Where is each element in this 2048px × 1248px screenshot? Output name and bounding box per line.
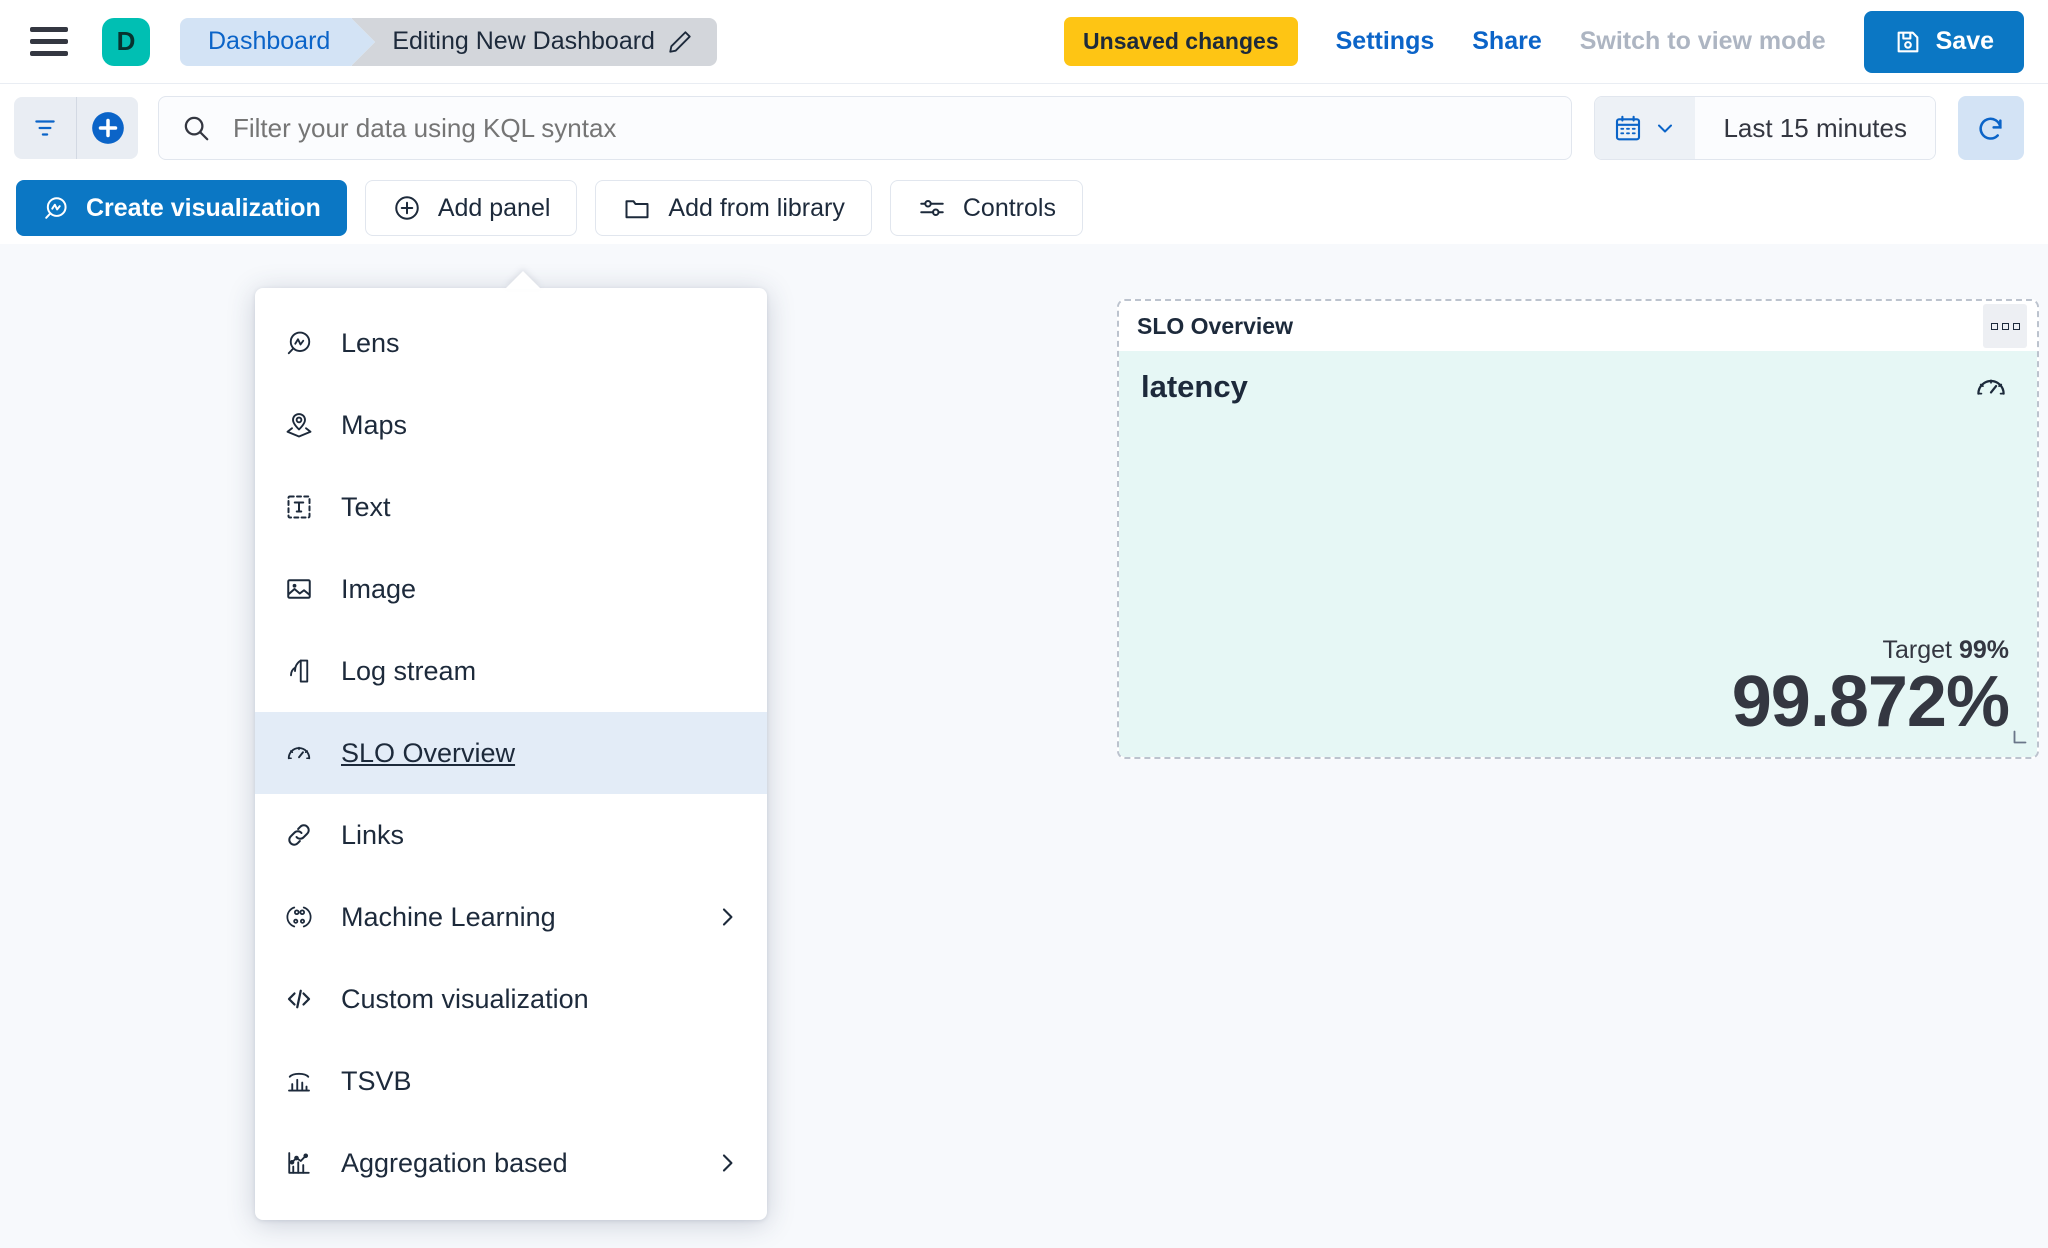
map-pin-icon	[283, 410, 315, 440]
chevron-right-icon	[713, 903, 741, 931]
link-icon	[283, 820, 315, 850]
menu-item-label: Machine Learning	[341, 901, 556, 932]
menu-item-label: Maps	[341, 409, 408, 440]
menu-item-label: Aggregation based	[341, 1147, 568, 1178]
menu-item-lens[interactable]: Lens	[255, 302, 767, 384]
panel-header: SLO Overview	[1119, 301, 2037, 351]
search-input[interactable]	[233, 112, 1550, 144]
chevron-down-icon	[1653, 116, 1677, 140]
breadcrumb: Dashboard Editing New Dashboard	[180, 17, 717, 66]
lens-icon	[283, 328, 315, 358]
save-button[interactable]: Save	[1863, 10, 2024, 73]
hamburger-menu-icon[interactable]	[30, 20, 74, 64]
filter-icon[interactable]	[14, 97, 76, 159]
menu-item-label: Image	[341, 573, 417, 604]
slo-name: latency	[1141, 369, 1248, 404]
refresh-button[interactable]	[1958, 96, 2024, 160]
menu-item-links[interactable]: Links	[255, 794, 767, 876]
breadcrumb-current[interactable]: Editing New Dashboard	[351, 17, 717, 66]
breadcrumb-current-label: Editing New Dashboard	[392, 27, 655, 55]
add-filter-button[interactable]	[76, 97, 138, 159]
menu-item-log-stream[interactable]: Log stream	[255, 630, 767, 712]
pencil-icon[interactable]	[667, 29, 693, 55]
menu-item-label: Log stream	[341, 655, 477, 686]
slo-metric: Target 99% 99.872%	[1141, 636, 2010, 743]
log-stream-icon	[283, 656, 315, 686]
avatar-letter: D	[116, 26, 136, 56]
text-box-icon	[283, 492, 315, 522]
query-bar: Last 15 minutes	[0, 84, 2048, 172]
resize-handle-icon[interactable]	[2009, 726, 2031, 753]
header-actions: Unsaved changes Settings Share Switch to…	[1064, 10, 2024, 73]
menu-item-text[interactable]: Text	[255, 466, 767, 548]
agg-chart-icon	[283, 1148, 315, 1178]
date-picker: Last 15 minutes	[1594, 96, 1936, 160]
slo-target-label: Target	[1882, 636, 1952, 665]
menu-item-machine-learning[interactable]: Machine Learning	[255, 876, 767, 958]
breadcrumb-dashboard-label: Dashboard	[208, 27, 331, 55]
create-visualization-button[interactable]: Create visualization	[16, 180, 347, 236]
gauge-icon	[1973, 369, 2009, 410]
lens-icon	[42, 194, 70, 222]
menu-item-image[interactable]: Image	[255, 548, 767, 630]
menu-item-custom-visualization[interactable]: Custom visualization	[255, 958, 767, 1040]
add-panel-button[interactable]: Add panel	[364, 180, 578, 236]
switch-to-view-mode-link[interactable]: Switch to view mode	[1579, 27, 1826, 55]
avatar[interactable]: D	[102, 17, 150, 66]
time-range-display[interactable]: Last 15 minutes	[1695, 97, 1935, 159]
save-button-label: Save	[1935, 27, 1994, 55]
search-input-wrapper[interactable]	[158, 96, 1573, 160]
add-panel-label: Add panel	[437, 193, 551, 222]
panel-context-menu-button[interactable]	[1983, 304, 2027, 348]
dashboard-toolbar: Create visualization Add panel Add from …	[0, 172, 2048, 244]
slo-target: Target 99%	[1141, 636, 2009, 665]
controls-label: Controls	[962, 193, 1056, 222]
create-visualization-label: Create visualization	[86, 193, 321, 222]
gauge-icon	[283, 738, 315, 768]
tsvb-icon	[283, 1066, 315, 1096]
panel-title: SLO Overview	[1137, 312, 1293, 339]
app-header: D Dashboard Editing New Dashboard Unsave…	[0, 0, 2048, 84]
slo-header-row: latency	[1141, 369, 2009, 410]
three-dots-icon	[1990, 322, 1998, 330]
calendar-icon	[1613, 113, 1643, 143]
refresh-icon	[1975, 112, 2007, 144]
add-from-library-button[interactable]: Add from library	[595, 180, 872, 236]
menu-item-label: TSVB	[341, 1065, 412, 1096]
filter-controls	[14, 97, 138, 159]
menu-item-label: Lens	[341, 327, 400, 358]
add-from-library-label: Add from library	[668, 193, 845, 222]
unsaved-changes-badge[interactable]: Unsaved changes	[1064, 17, 1298, 66]
plus-circle-icon	[392, 193, 422, 223]
ml-icon	[283, 902, 315, 932]
slo-value: 99.872%	[1731, 662, 2010, 743]
menu-item-label: Custom visualization	[341, 983, 589, 1014]
menu-item-label: Text	[341, 491, 391, 522]
menu-item-label: SLO Overview	[341, 737, 516, 768]
search-icon	[181, 113, 211, 143]
breadcrumb-dashboard[interactable]: Dashboard	[180, 17, 376, 66]
menu-item-maps[interactable]: Maps	[255, 384, 767, 466]
menu-item-aggregation-based[interactable]: Aggregation based	[255, 1122, 767, 1204]
menu-item-tsvb[interactable]: TSVB	[255, 1040, 767, 1122]
menu-item-label: Links	[341, 819, 405, 850]
slo-target-value: 99%	[1958, 636, 2009, 665]
code-icon	[283, 984, 315, 1014]
date-picker-quick-select[interactable]	[1595, 97, 1696, 159]
chevron-right-icon	[713, 1149, 741, 1177]
folder-icon	[622, 193, 652, 223]
settings-link[interactable]: Settings	[1335, 27, 1435, 55]
panel-body: latency Target 99% 99.872%	[1119, 351, 2037, 757]
share-link[interactable]: Share	[1472, 27, 1542, 55]
controls-button[interactable]: Controls	[889, 180, 1083, 236]
save-disk-icon	[1894, 28, 1922, 56]
slo-overview-panel[interactable]: SLO Overview latency T	[1117, 299, 2039, 759]
menu-item-slo-overview[interactable]: SLO Overview	[255, 712, 767, 794]
sliders-icon	[917, 193, 947, 223]
image-icon	[283, 574, 315, 604]
